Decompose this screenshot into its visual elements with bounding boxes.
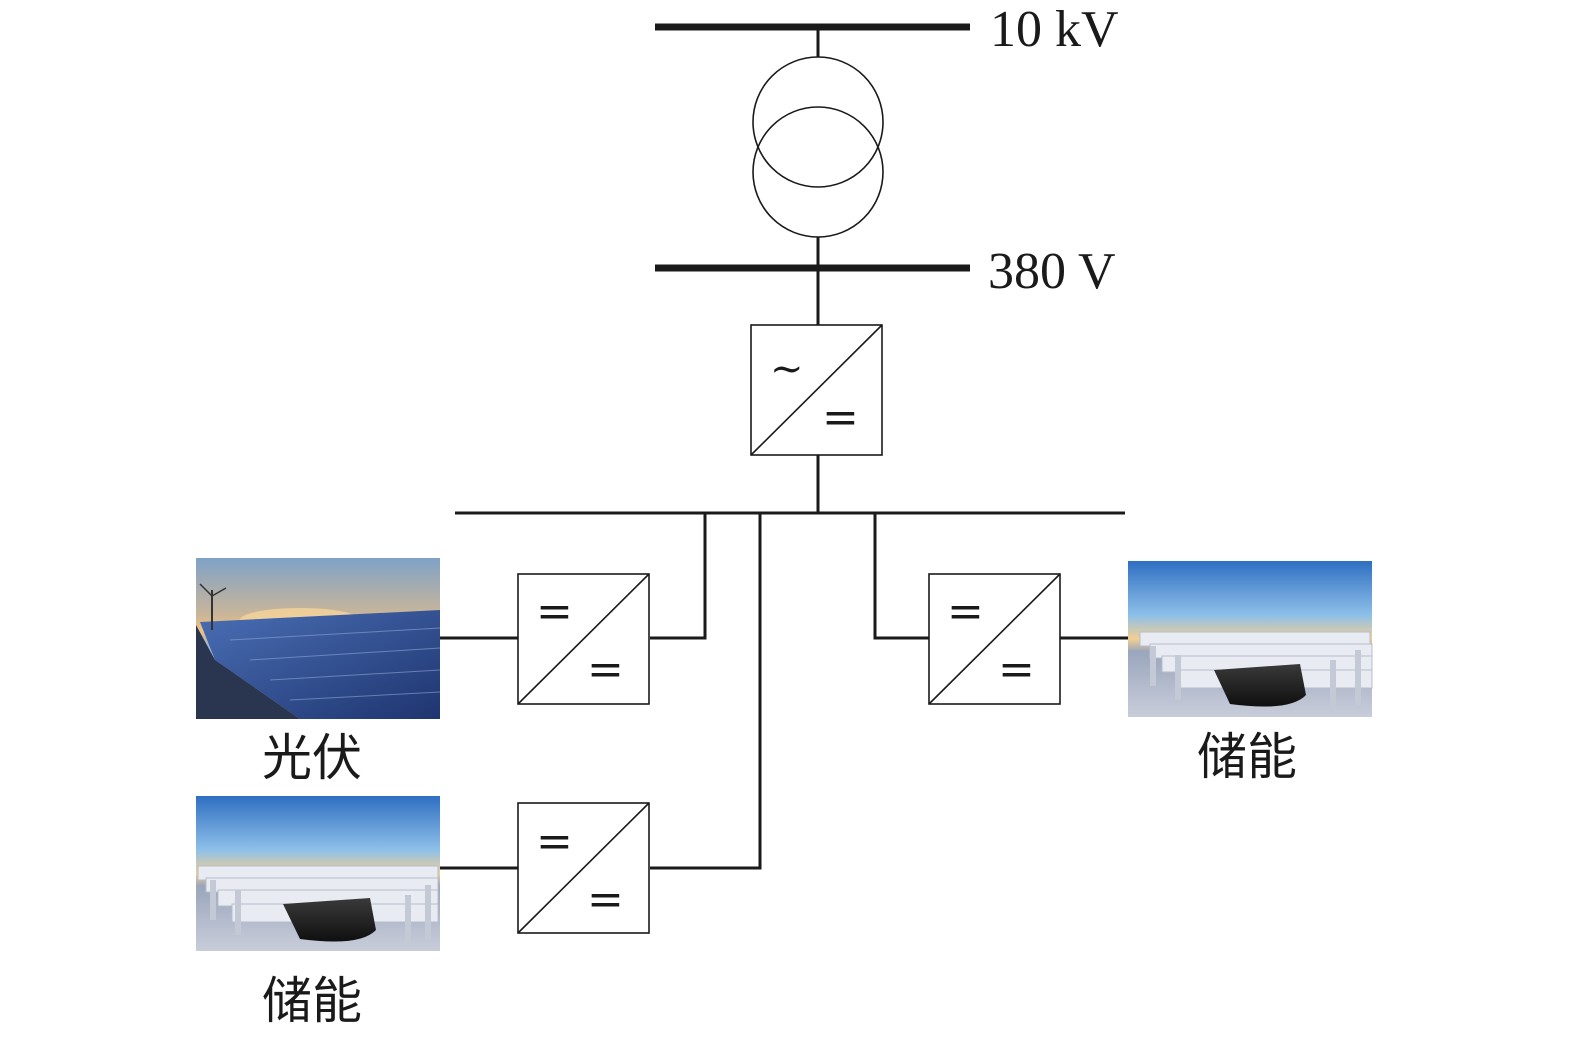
dc-symbol: = (947, 586, 984, 637)
storage-left-branch-wire (650, 513, 762, 870)
storage-right-branch-wire (873, 513, 929, 640)
storage-left-image (196, 796, 440, 951)
dc-symbol: = (536, 586, 573, 637)
storage-right-label: 储能 (1197, 728, 1297, 786)
ac-dc-converter-icon: ~ = (750, 324, 883, 456)
dc-dc-converter-storage-left-icon: = = (517, 802, 650, 934)
dc-dc-converter-pv-icon: = = (517, 573, 650, 705)
dc-symbol: = (822, 392, 859, 443)
pv-label: 光伏 (262, 729, 362, 787)
dc-symbol: = (587, 874, 624, 925)
dc-symbol: = (536, 816, 573, 867)
lv-bus-label: 380 V (988, 243, 1116, 300)
pv-branch-wire (650, 513, 707, 640)
pv-panel-image (196, 558, 441, 719)
storage-right-image (1128, 561, 1373, 717)
storage-left-label: 储能 (262, 972, 362, 1030)
dc-symbol: = (998, 644, 1035, 695)
dc-symbol: = (587, 644, 624, 695)
dc-dc-converter-storage-right-icon: = = (928, 573, 1061, 705)
transformer-icon (752, 56, 884, 238)
hv-bus-label: 10 kV (990, 1, 1119, 58)
ac-symbol: ~ (770, 346, 804, 392)
